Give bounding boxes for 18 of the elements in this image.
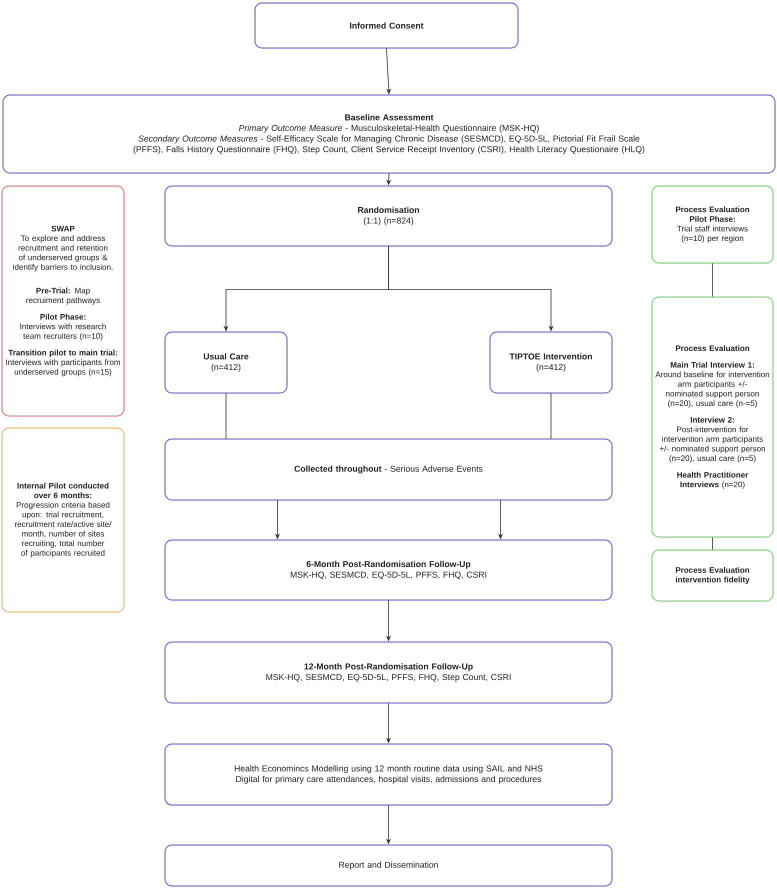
process-box: Report and Dissemination: [164, 844, 612, 886]
process-box: Baseline Assessment Primary Outcome Measure - Musculoskeletal-Health Questionnaire (MSK-HQ) Secondary Outcome Measures - Self-Efficacy Scale for Managing Chronic Disease (SESMCD), EQ-5D-5L, Pictorial Fit Frail Scale (PFFS), Falls History Questionnaire (FHQ), Step Count, Client Service Receipt Inventory (CSRI), Health Literacy Questionaire (HLQ): [2, 94, 776, 174]
process-box: Health Economincs Modelling using 12 month routine data using SAIL and NHS Digital for primary care attendances, hospital visits, admissions and procedures: [164, 744, 612, 806]
process-box: TIPTOE Intervention (n=412): [490, 332, 612, 394]
connector-line: [712, 263, 713, 297]
side-box: Process Evaluation Main Trial Interview 1: Around baseline for intervention arm participants +/- nominated support person (n=20), usual care (n-=5) Interview 2: Post-intervention for intervention arm participants +/- nominated support person (n=20), usual care (n=5) Health Practitioner Interviews (n=20): [652, 296, 774, 538]
process-box: Randomisation (1:1) (n=824): [164, 186, 612, 246]
connector-line: [550, 393, 552, 439]
connector-line: [712, 537, 713, 550]
process-box: Collected throughout - Serious Adverse Events: [164, 438, 612, 500]
side-box: SWAP To explore and address recruitment and retention of underserved groups & identify barriers to inclusion. Pre-Trial: Map recruiment pathways Pilot Phase: Interviews with research team recruiters (n=10) Transition pilot to main trial: Interviews with participants from underserved groups (n=15): [2, 186, 124, 416]
side-box: Internal Pilot conducted over 6 months: Progression criteria based upon: trial recruitment, recruitment rate/active site/ month, number of sites recruiting, total number of participants recruited: [2, 428, 124, 612]
process-box: Informed Consent: [254, 2, 518, 48]
process-box: 12-Month Post-Randomisation Follow-Up MSK-HQ, SESMCD, EQ-5D-5L, PFFS, FHQ, Step Count, CSRI: [164, 642, 612, 704]
process-box: Usual Care (n=412): [164, 332, 288, 394]
side-box: Process Evaluation intervention fidelity: [652, 550, 774, 602]
side-box: Process Evaluation Pilot Phase: Trial staff interviews (n=10) per region: [652, 186, 774, 264]
process-box: 6-Month Post-Randomisation Follow-Up MSK-HQ, SESMCD, EQ-5D-5L, PFFS, FHQ, CSRI: [164, 540, 612, 600]
